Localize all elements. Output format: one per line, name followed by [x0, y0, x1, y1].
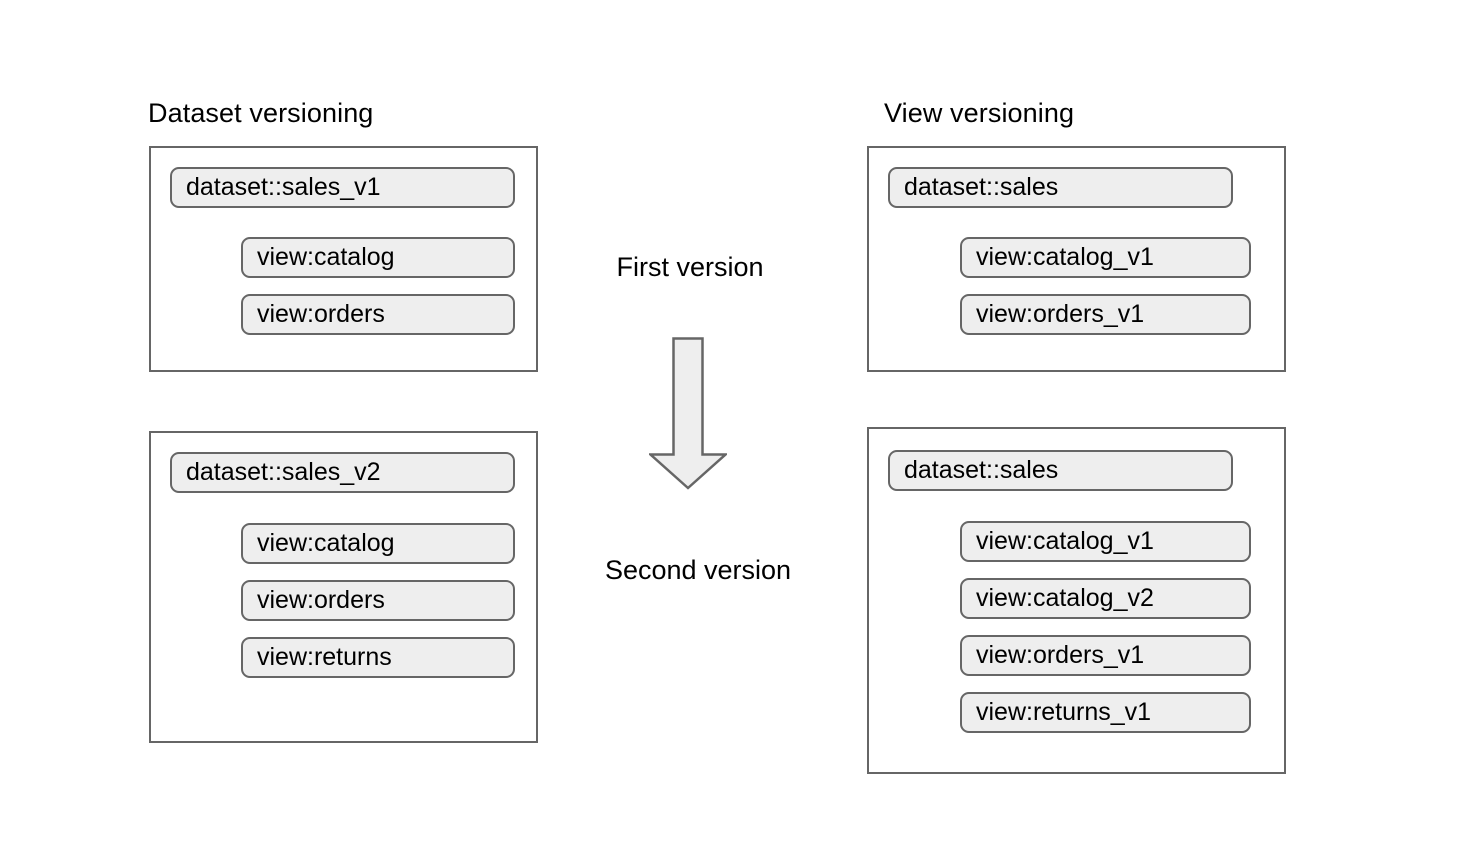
dataset-node[interactable]: dataset::sales	[888, 450, 1233, 491]
view-node[interactable]: view:catalog_v2	[960, 578, 1251, 619]
down-arrow-icon	[649, 337, 727, 490]
stage-label-second-version: Second version	[604, 555, 792, 585]
dataset-versioning-second-version-group: dataset::sales_v2 view:catalog view:orde…	[149, 431, 538, 743]
column-title-view-versioning: View versioning	[884, 98, 1075, 128]
dataset-node[interactable]: dataset::sales	[888, 167, 1233, 208]
stage-label-first-version: First version	[616, 252, 764, 282]
view-node[interactable]: view:returns	[241, 637, 515, 678]
dataset-versioning-first-version-group: dataset::sales_v1 view:catalog view:orde…	[149, 146, 538, 372]
view-versioning-first-version-group: dataset::sales view:catalog_v1 view:orde…	[867, 146, 1286, 372]
view-node[interactable]: view:orders	[241, 294, 515, 335]
column-title-dataset-versioning: Dataset versioning	[148, 98, 374, 128]
view-node[interactable]: view:catalog_v1	[960, 237, 1251, 278]
dataset-node[interactable]: dataset::sales_v2	[170, 452, 515, 493]
dataset-node[interactable]: dataset::sales_v1	[170, 167, 515, 208]
view-node[interactable]: view:catalog	[241, 523, 515, 564]
view-node[interactable]: view:catalog_v1	[960, 521, 1251, 562]
view-node[interactable]: view:orders_v1	[960, 294, 1251, 335]
view-versioning-second-version-group: dataset::sales view:catalog_v1 view:cata…	[867, 427, 1286, 774]
view-node[interactable]: view:orders	[241, 580, 515, 621]
view-node[interactable]: view:orders_v1	[960, 635, 1251, 676]
view-node[interactable]: view:returns_v1	[960, 692, 1251, 733]
view-node[interactable]: view:catalog	[241, 237, 515, 278]
